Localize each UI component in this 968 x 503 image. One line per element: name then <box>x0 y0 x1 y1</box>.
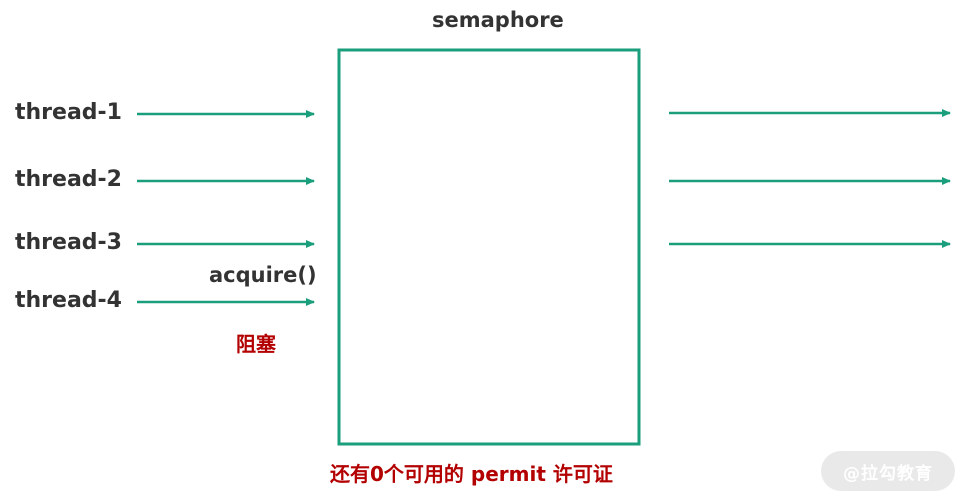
semaphore-box <box>337 48 641 446</box>
semaphore-title: semaphore <box>432 8 564 32</box>
thread-2-label: thread-2 <box>15 167 122 192</box>
thread-1-label: thread-1 <box>15 100 122 125</box>
thread-3-label: thread-3 <box>15 230 122 255</box>
thread-4-label: thread-4 <box>15 288 122 313</box>
permit-caption: 还有0个可用的 permit 许可证 <box>330 462 613 486</box>
blocked-label: 阻塞 <box>236 332 276 356</box>
acquire-label: acquire() <box>209 263 317 287</box>
watermark-badge: @拉勾教育 <box>821 451 955 491</box>
